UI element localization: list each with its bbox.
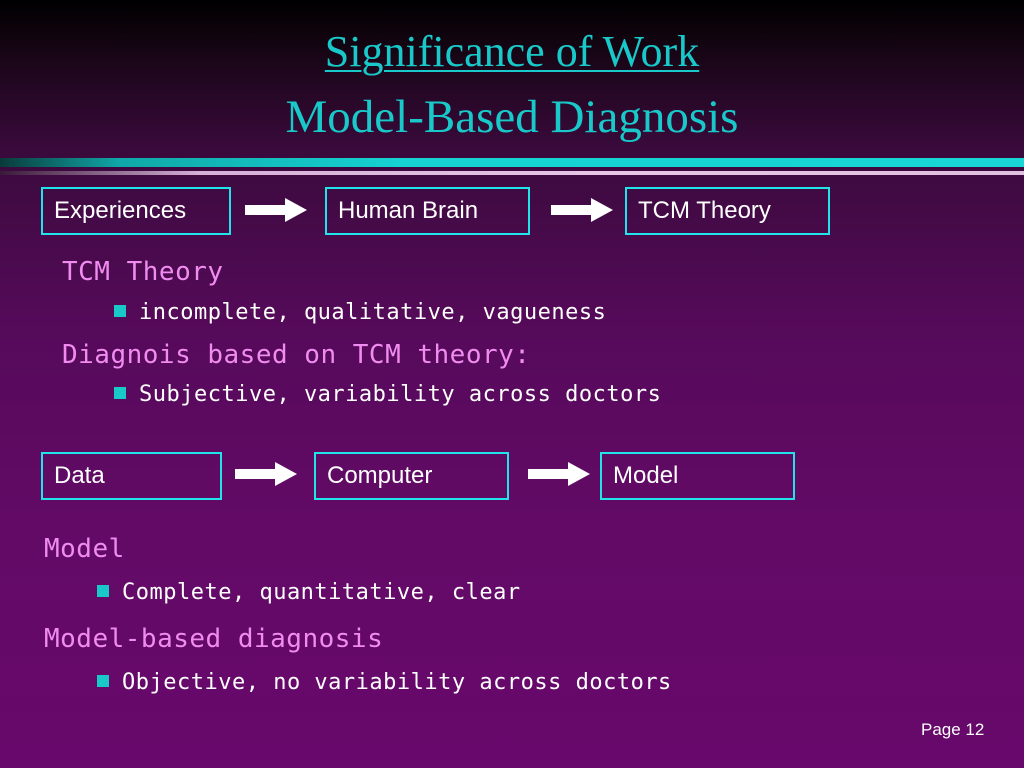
arrow-right-icon [528,462,590,486]
bullet-item: Subjective, variability across doctors [114,382,661,407]
bullet-square-icon [114,387,126,399]
heading-diagnosis-tcm: Diagnois based on TCM theory: [62,340,531,370]
arrow-right-icon [235,462,297,486]
bullet-item: Objective, no variability across doctors [97,670,672,695]
box-experiences: Experiences [41,187,231,235]
heading-model: Model [44,534,125,564]
bullet-square-icon [97,585,109,597]
title-divider-cyan [0,158,1024,167]
bullet-text: Complete, quantitative, clear [122,580,521,605]
heading-tcm-theory: TCM Theory [62,257,224,287]
box-data: Data [41,452,222,500]
bullet-text: Subjective, variability across doctors [139,382,662,407]
bullet-text: incomplete, qualitative, vagueness [139,300,607,325]
box-tcm-theory: TCM Theory [625,187,830,235]
bullet-item: Complete, quantitative, clear [97,580,521,605]
box-model: Model [600,452,795,500]
bullet-text: Objective, no variability across doctors [122,670,672,695]
box-computer: Computer [314,452,509,500]
bullet-item: incomplete, qualitative, vagueness [114,300,606,325]
box-human-brain: Human Brain [325,187,530,235]
bullet-square-icon [97,675,109,687]
title-divider-pink [0,171,1024,175]
heading-model-based-diagnosis: Model-based diagnosis [44,624,384,654]
slide-title: Significance of Work [324,27,700,76]
arrow-right-icon [245,198,307,222]
arrow-right-icon [551,198,613,222]
page-number: Page 12 [921,720,985,739]
bullet-square-icon [114,305,126,317]
slide-subtitle: Model-Based Diagnosis [285,91,739,143]
